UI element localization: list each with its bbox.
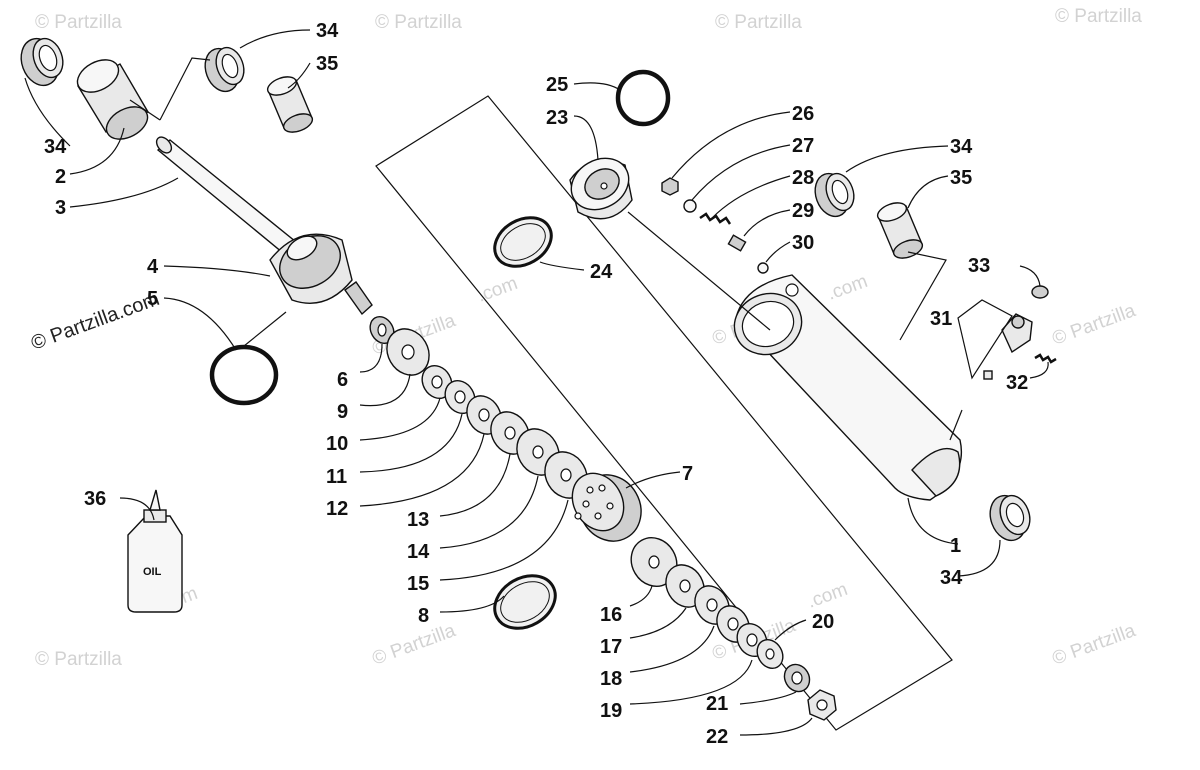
- watermark-text: © Partzilla: [370, 620, 459, 670]
- assembly-outline: [375, 95, 953, 731]
- callout-35: 35: [950, 167, 972, 189]
- part-24-band: [493, 216, 553, 268]
- part-7-piston: [571, 472, 642, 542]
- part-3-shaft: [155, 136, 308, 263]
- callout-34: 34: [44, 136, 67, 158]
- callout-34: 34: [940, 567, 963, 589]
- watermark-text: © Partzilla: [375, 12, 462, 33]
- part-4-piston-head: [269, 233, 373, 316]
- part-22-nut: [807, 689, 837, 721]
- part-31-bleed-piece: [983, 370, 993, 380]
- callout-1: 1: [950, 535, 961, 557]
- watermark-text: © Partzilla: [1050, 620, 1139, 670]
- callout-34: 34: [950, 136, 973, 158]
- callout-26: 26: [792, 103, 814, 125]
- callout-labels: 34 2 3 4 5 34 35 6 9 10 11 12 13 14 15 8…: [44, 20, 1028, 748]
- part-36-oil-bottle: OIL: [127, 489, 183, 613]
- callout-25: 25: [546, 74, 568, 96]
- callout-20: 20: [812, 611, 834, 633]
- oil-bottle-label: OIL: [143, 566, 162, 578]
- part-34-bushing-top-left: [20, 37, 64, 87]
- callout-34: 34: [316, 20, 339, 42]
- part-34-bushing-right-lower: [989, 494, 1031, 542]
- part-26-cap-screw: [661, 177, 679, 196]
- part-29-valve: [727, 234, 747, 252]
- callout-21: 21: [706, 693, 728, 715]
- callout-3: 3: [55, 197, 66, 219]
- callout-5: 5: [147, 288, 158, 310]
- callout-33: 33: [968, 255, 990, 277]
- callout-32: 32: [1006, 372, 1028, 394]
- part-21-washer: [783, 663, 811, 693]
- callout-2: 2: [55, 166, 66, 188]
- callout-27: 27: [792, 135, 814, 157]
- callout-13: 13: [407, 509, 429, 531]
- callout-10: 10: [326, 433, 348, 455]
- part-34-bushing-right-upper: [814, 172, 855, 218]
- callout-28: 28: [792, 167, 814, 189]
- callout-16: 16: [600, 604, 622, 626]
- watermark-text: © Partzilla: [35, 12, 122, 33]
- callout-12: 12: [326, 498, 348, 520]
- callout-35: 35: [316, 53, 338, 75]
- watermark-site-text: .com: [805, 579, 851, 613]
- valve-disc-stack: [386, 328, 588, 499]
- callout-19: 19: [600, 700, 622, 722]
- callout-7: 7: [682, 463, 693, 485]
- part-8-piston-band: [493, 574, 557, 630]
- part-1-shock-body: [733, 274, 962, 501]
- callout-18: 18: [600, 668, 622, 690]
- part-2-sleeve: [76, 59, 149, 140]
- watermark-text: © Partzilla: [1050, 300, 1139, 350]
- part-30-ball: [757, 262, 769, 274]
- part-27-ball: [683, 199, 697, 213]
- watermark-text: © Partzilla: [715, 12, 802, 33]
- leader-lines: [24, 29, 1049, 736]
- callout-24: 24: [590, 261, 613, 283]
- watermark-text: © Partzilla: [35, 649, 122, 670]
- callout-4: 4: [147, 256, 159, 278]
- part-32-pin: [1034, 353, 1057, 364]
- callout-6: 6: [337, 369, 348, 391]
- callout-8: 8: [418, 605, 429, 627]
- callout-29: 29: [792, 200, 814, 222]
- watermark-site-text: .com: [475, 273, 521, 307]
- part-31-fitting: [1001, 313, 1033, 354]
- callout-9: 9: [337, 401, 348, 423]
- part-33-screw: [1031, 285, 1049, 299]
- callout-14: 14: [407, 541, 430, 563]
- part-25-o-ring: [615, 69, 671, 127]
- callout-31: 31: [930, 308, 952, 330]
- valve-disc-stack-lower: [630, 537, 784, 670]
- watermark-prominent: © Partzilla.com: [28, 288, 162, 355]
- part-6-washer: [369, 315, 395, 345]
- part-34-bushing-top-center: [204, 46, 245, 93]
- callout-17: 17: [600, 636, 622, 658]
- part-28-spring: [699, 212, 732, 225]
- callout-30: 30: [792, 232, 814, 254]
- callout-15: 15: [407, 573, 429, 595]
- part-35-spacer-right: [876, 202, 924, 259]
- callout-11: 11: [326, 466, 347, 488]
- callout-22: 22: [706, 726, 728, 748]
- callout-36: 36: [84, 488, 106, 510]
- watermark-layer: © Partzilla © Partzilla © Partzilla © Pa…: [28, 6, 1142, 670]
- watermark-site-text: .com: [825, 271, 871, 305]
- part-5-o-ring-left: [209, 344, 279, 406]
- callout-23: 23: [546, 107, 568, 129]
- part-23-end-cap: [569, 157, 633, 220]
- part-35-spacer-top: [266, 76, 314, 133]
- watermark-text: © Partzilla: [1055, 6, 1142, 27]
